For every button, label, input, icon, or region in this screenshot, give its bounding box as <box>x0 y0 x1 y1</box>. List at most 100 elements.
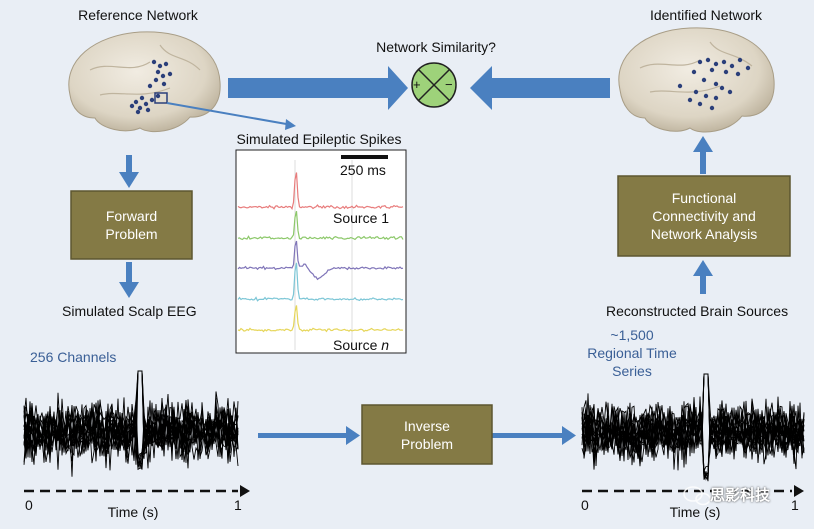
network-node <box>133 99 139 105</box>
network-node <box>153 77 159 83</box>
network-node <box>137 105 143 111</box>
wechat-logo-icon <box>683 486 711 506</box>
network-node <box>163 61 169 67</box>
network-node <box>155 69 161 75</box>
network-node <box>677 83 683 89</box>
network-node <box>745 65 751 71</box>
network-node <box>155 93 161 99</box>
sources-count-label: ~1,500 <box>610 327 654 343</box>
network-node <box>719 85 725 91</box>
left-axis-end: 1 <box>234 497 242 513</box>
spikes-panel-title: Simulated Epileptic Spikes <box>236 131 402 147</box>
network-node <box>727 89 733 95</box>
network-node <box>723 69 729 75</box>
source-n-label: Source n <box>333 337 390 353</box>
left-time-axis <box>24 485 250 497</box>
arrow-analysis-to-identified <box>693 136 713 174</box>
arrow-forward-to-eeg <box>119 262 139 298</box>
forward-problem-label: Forward Problem <box>105 208 158 242</box>
network-node <box>713 95 719 101</box>
reference-network-title: Reference Network <box>78 7 198 23</box>
epileptic-spikes-panel <box>235 149 407 354</box>
spike-trace <box>237 172 404 211</box>
arrow-reference-to-similarity <box>228 66 408 110</box>
network-node <box>705 57 711 63</box>
arrow-identified-to-similarity <box>470 66 610 110</box>
arrow-inverse-to-sources <box>492 426 576 445</box>
reference-network-nodes <box>129 59 173 115</box>
time-scale-bar <box>341 155 388 159</box>
inverse-problem-box <box>361 404 493 465</box>
network-node <box>701 77 707 83</box>
network-node <box>139 95 145 101</box>
left-axis-label: Time (s) <box>107 504 159 520</box>
sources-desc-line2: Series <box>612 363 652 379</box>
scalp-eeg-traces <box>23 370 239 477</box>
zoom-arrow <box>166 102 296 130</box>
reconstructed-sources-title: Reconstructed Brain Sources <box>606 303 789 319</box>
network-node <box>687 97 693 103</box>
time-scale-label: 250 ms <box>340 162 386 178</box>
eeg-trace <box>23 370 239 465</box>
network-node <box>167 71 173 77</box>
arrow-eeg-to-inverse <box>258 426 360 445</box>
watermark-text: 思影科技 <box>710 487 771 504</box>
network-node <box>157 63 163 69</box>
selected-region-box <box>154 92 168 104</box>
network-node <box>713 61 719 67</box>
network-node <box>143 101 149 107</box>
spike-trace <box>237 211 404 241</box>
spike-traces <box>237 172 404 333</box>
arrow-sources-to-analysis <box>693 260 713 294</box>
network-node <box>693 89 699 95</box>
eeg-trace <box>581 400 805 480</box>
network-node <box>151 59 157 65</box>
network-node <box>129 103 135 109</box>
source-1-label: Source 1 <box>333 210 390 226</box>
left-axis-start: 0 <box>25 497 33 513</box>
similarity-comparator <box>411 62 457 108</box>
network-node <box>703 93 709 99</box>
source-time-series-traces <box>581 373 805 482</box>
spike-trace <box>237 240 404 281</box>
channels-count-label: 256 Channels <box>30 349 117 365</box>
similarity-minus-sign: − <box>445 77 453 92</box>
network-node <box>735 71 741 77</box>
arrow-brain-to-forward <box>119 155 139 188</box>
network-node <box>709 105 715 111</box>
network-node <box>149 97 155 103</box>
eeg-trace <box>23 391 239 467</box>
network-node <box>709 67 715 73</box>
reference-brain-image <box>68 31 221 133</box>
scalp-eeg-title: Simulated Scalp EEG <box>62 303 197 319</box>
network-node <box>737 57 743 63</box>
forward-problem-box <box>70 190 193 260</box>
identified-network-nodes <box>677 57 751 111</box>
network-node <box>691 69 697 75</box>
network-similarity-label: Network Similarity? <box>376 39 496 55</box>
network-node <box>729 63 735 69</box>
network-node <box>713 81 719 87</box>
network-node <box>135 109 141 115</box>
identified-brain-image <box>618 27 775 133</box>
functional-analysis-box <box>617 175 791 257</box>
network-node <box>161 81 167 87</box>
right-time-axis <box>582 485 804 497</box>
similarity-plus-sign: + <box>413 77 421 92</box>
right-axis-end: 1 <box>791 497 799 513</box>
network-node <box>160 73 166 79</box>
eeg-trace <box>581 373 805 467</box>
sources-desc-line1: Regional Time <box>587 345 677 361</box>
right-axis-label: Time (s) <box>669 504 721 520</box>
network-node <box>145 107 151 113</box>
network-node <box>697 101 703 107</box>
network-node <box>721 59 727 65</box>
right-axis-start: 0 <box>581 497 589 513</box>
spike-trace <box>237 262 404 302</box>
network-node <box>147 83 153 89</box>
inverse-problem-label: Inverse Problem <box>400 417 454 452</box>
functional-analysis-label: Functional Connectivity and Network Anal… <box>650 190 758 242</box>
network-node <box>697 59 703 65</box>
